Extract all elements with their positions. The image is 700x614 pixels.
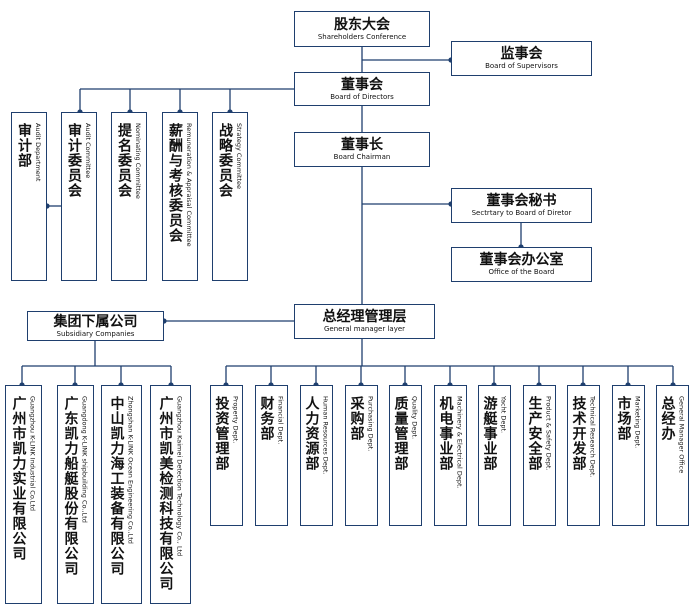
committee-nominating: 提名委员会 Nominating Committee bbox=[111, 112, 147, 281]
general-manager-layer-box: 总经理管理层 General manager layer bbox=[294, 304, 435, 339]
board-of-supervisors-box: 监事会 Board of Supervisors bbox=[451, 41, 592, 76]
subsidiary-k-link-industrial: 广州市凯力实业有限公司 Guangzhou K-LINK Industrial … bbox=[5, 385, 42, 604]
committee-audit-committee: 审计委员会 Audit Committee bbox=[61, 112, 97, 281]
dept-marketing-cn: 市场部 bbox=[615, 396, 632, 441]
dept-machinery-electrical-cn: 机电事业部 bbox=[437, 396, 454, 471]
dept-yacht-cn: 游艇事业部 bbox=[481, 396, 498, 471]
dept-product-safety: 生产安全部 Product & Safety Dept. bbox=[523, 385, 556, 526]
committee-audit-committee-cn: 审计委员会 bbox=[66, 123, 82, 198]
subsidiary-companies-box: 集团下属公司 Subsidiary Companies bbox=[27, 311, 164, 341]
dept-financial: 财务部 Financial Dept. bbox=[255, 385, 288, 526]
dept-marketing: 市场部 Marketing Dept. bbox=[612, 385, 645, 526]
subsidiary-k-link-shipbuilding: 广东凯力船艇股份有限公司 Guangdong K-LINK shipbuildi… bbox=[57, 385, 94, 604]
committee-audit-department-en: Audit Department bbox=[34, 123, 42, 182]
shareholders-conference-en: Shareholders Conference bbox=[317, 32, 407, 41]
board-secretary-box: 董事会秘书 Sectrtary to Board of Diretor bbox=[451, 188, 592, 223]
dept-marketing-en: Marketing Dept. bbox=[633, 396, 642, 449]
subsidiary-companies-cn: 集团下属公司 bbox=[53, 313, 138, 330]
board-office-box: 董事会办公室 Office of the Board bbox=[451, 247, 592, 282]
dept-general-manager-office: 总经办 General Manager Office bbox=[656, 385, 689, 526]
general-manager-layer-cn: 总经理管理层 bbox=[322, 309, 407, 325]
board-of-directors-cn: 董事会 bbox=[341, 76, 383, 93]
board-chairman-box: 董事长 Board Chairman bbox=[294, 132, 430, 167]
dept-yacht: 游艇事业部 Yacht Dept. bbox=[478, 385, 511, 526]
board-secretary-cn: 董事会秘书 bbox=[486, 193, 557, 209]
dept-technical-research-en: Technical Research Dept. bbox=[588, 396, 597, 478]
committee-remuneration: 薪酬与考核委员会 Remuneration & Appraisal Commit… bbox=[162, 112, 198, 281]
board-of-supervisors-cn: 监事会 bbox=[500, 46, 543, 62]
shareholders-conference-cn: 股东大会 bbox=[334, 16, 390, 33]
dept-purchasing-en: Purchasing Dept. bbox=[366, 396, 375, 452]
dept-quality-cn: 质量管理部 bbox=[392, 396, 409, 471]
board-office-en: Office of the Board bbox=[488, 268, 555, 276]
committee-nominating-en: Nominating Committee bbox=[134, 123, 142, 199]
dept-property: 投资管理部 Property Dept. bbox=[210, 385, 243, 526]
subsidiary-k-link-shipbuilding-cn: 广东凯力船艇股份有限公司 bbox=[62, 396, 79, 576]
dept-quality: 质量管理部 Quality Dept. bbox=[389, 385, 422, 526]
committee-remuneration-en: Remuneration & Appraisal Committee bbox=[185, 123, 193, 247]
dept-general-manager-office-cn: 总经办 bbox=[659, 396, 676, 441]
dept-human-resources-cn: 人力资源部 bbox=[303, 396, 320, 471]
dept-product-safety-en: Product & Safety Dept. bbox=[544, 396, 553, 471]
dept-financial-cn: 财务部 bbox=[258, 396, 275, 441]
dept-general-manager-office-en: General Manager Office bbox=[677, 396, 686, 474]
subsidiary-k-link-ocean: 中山凯力海工装备有限公司 Zhongshan K-LINK Ocean Engi… bbox=[101, 385, 142, 604]
committee-remuneration-cn: 薪酬与考核委员会 bbox=[167, 123, 183, 243]
board-of-directors-box: 董事会 Board of Directors bbox=[294, 72, 430, 106]
subsidiary-k-link-industrial-en: Guangzhou K-LINK Industrial Co.Ltd bbox=[28, 396, 37, 512]
board-office-cn: 董事会办公室 bbox=[479, 252, 564, 268]
dept-technical-research: 技术开发部 Technical Research Dept. bbox=[567, 385, 600, 526]
committee-strategy-en: Strategy Committee bbox=[235, 123, 243, 189]
board-chairman-en: Board Chairman bbox=[333, 153, 391, 161]
committee-audit-committee-en: Audit Committee bbox=[84, 123, 92, 179]
dept-product-safety-cn: 生产安全部 bbox=[526, 396, 543, 471]
board-secretary-en: Sectrtary to Board of Diretor bbox=[471, 209, 572, 217]
subsidiary-kaimei-detection: 广州市凯美检测科技有限公司 Guangzhou Kaimei Detection… bbox=[150, 385, 191, 604]
general-manager-layer-en: General manager layer bbox=[323, 325, 406, 333]
committee-nominating-cn: 提名委员会 bbox=[116, 123, 132, 198]
dept-property-cn: 投资管理部 bbox=[213, 396, 230, 471]
subsidiary-k-link-shipbuilding-en: Guangdong K-LINK shipbuilding Co.,Ltd bbox=[80, 396, 89, 523]
board-of-supervisors-en: Board of Supervisors bbox=[485, 62, 558, 70]
subsidiary-kaimei-detection-en: Guangzhou Kaimei Detection Technology Co… bbox=[175, 396, 184, 557]
committee-audit-department-cn: 审计部 bbox=[16, 123, 32, 168]
dept-purchasing: 采购部 Purchasing Dept. bbox=[345, 385, 378, 526]
shareholders-conference-box: 股东大会 Shareholders Conference bbox=[294, 11, 430, 47]
subsidiary-k-link-ocean-en: Zhongshan K-LINK Ocean Engineering Co.,L… bbox=[126, 396, 135, 544]
subsidiary-companies-en: Subsidiary Companies bbox=[56, 329, 135, 338]
dept-property-en: Property Dept. bbox=[231, 396, 240, 444]
dept-human-resources: 人力资源部 Human Resources Dept. bbox=[300, 385, 333, 526]
committee-audit-department: 审计部 Audit Department bbox=[11, 112, 47, 281]
dept-purchasing-cn: 采购部 bbox=[348, 396, 365, 441]
subsidiary-kaimei-detection-cn: 广州市凯美检测科技有限公司 bbox=[157, 396, 174, 591]
dept-yacht-en: Yacht Dept. bbox=[499, 396, 508, 434]
subsidiary-k-link-ocean-cn: 中山凯力海工装备有限公司 bbox=[108, 396, 125, 576]
board-of-directors-en: Board of Directors bbox=[330, 92, 394, 101]
board-chairman-cn: 董事长 bbox=[341, 137, 383, 153]
subsidiary-k-link-industrial-cn: 广州市凯力实业有限公司 bbox=[10, 396, 27, 561]
dept-machinery-electrical: 机电事业部 Machinery & Electrical Dept. bbox=[434, 385, 467, 526]
committee-strategy-cn: 战略委员会 bbox=[217, 123, 233, 198]
dept-financial-en: Financial Dept. bbox=[276, 396, 285, 445]
dept-human-resources-en: Human Resources Dept. bbox=[321, 396, 330, 475]
dept-machinery-electrical-en: Machinery & Electrical Dept. bbox=[455, 396, 464, 489]
dept-technical-research-cn: 技术开发部 bbox=[570, 396, 587, 471]
dept-quality-en: Quality Dept. bbox=[410, 396, 419, 440]
committee-strategy: 战略委员会 Strategy Committee bbox=[212, 112, 248, 281]
